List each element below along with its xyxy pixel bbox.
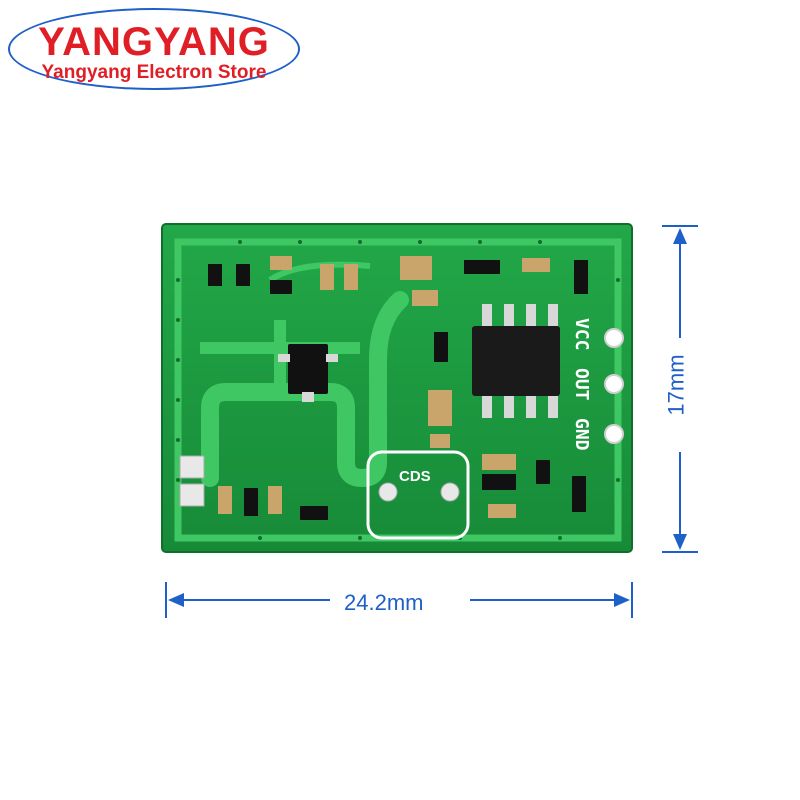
- pin-label-gnd: GND: [571, 418, 592, 451]
- logo-subtitle: Yangyang Electron Store: [41, 62, 267, 83]
- ic-pins: [482, 304, 558, 418]
- cds-outline: [366, 450, 470, 540]
- cds-pad-left: [378, 482, 398, 502]
- pin-label-vcc: VCC: [571, 318, 592, 351]
- height-arrowhead-top: [673, 228, 687, 244]
- pin-label-out: OUT: [571, 368, 592, 401]
- test-pad-1: [179, 455, 205, 479]
- cds-pad-right: [440, 482, 460, 502]
- out-pin-hole: [604, 374, 624, 394]
- width-arrowhead-right: [614, 593, 630, 607]
- smd-components: [208, 256, 588, 520]
- rf-transistor: [288, 344, 328, 394]
- antenna-trace: [201, 291, 409, 488]
- test-pad-2: [179, 483, 205, 507]
- cds-label: CDS: [399, 468, 431, 485]
- logo-title: YANGYANG: [38, 20, 270, 64]
- vcc-pin-hole: [604, 328, 624, 348]
- gnd-pin-hole: [604, 424, 624, 444]
- radar-sensor-pcb: [161, 223, 633, 553]
- edge-vias: [176, 240, 620, 540]
- transistor-pin-left: [278, 354, 290, 362]
- width-dimension-label: 24.2mm: [336, 590, 432, 616]
- store-logo: YANGYANG Yangyang Electron Store: [8, 8, 300, 90]
- height-arrowhead-bottom: [673, 534, 687, 550]
- transistor-pin-bottom: [302, 392, 314, 402]
- signal-ic: [472, 326, 560, 396]
- pin-header-holes: [604, 328, 624, 444]
- height-dimension-label: 17mm: [663, 344, 690, 426]
- width-arrowhead-left: [168, 593, 184, 607]
- transistor-pin-right: [326, 354, 338, 362]
